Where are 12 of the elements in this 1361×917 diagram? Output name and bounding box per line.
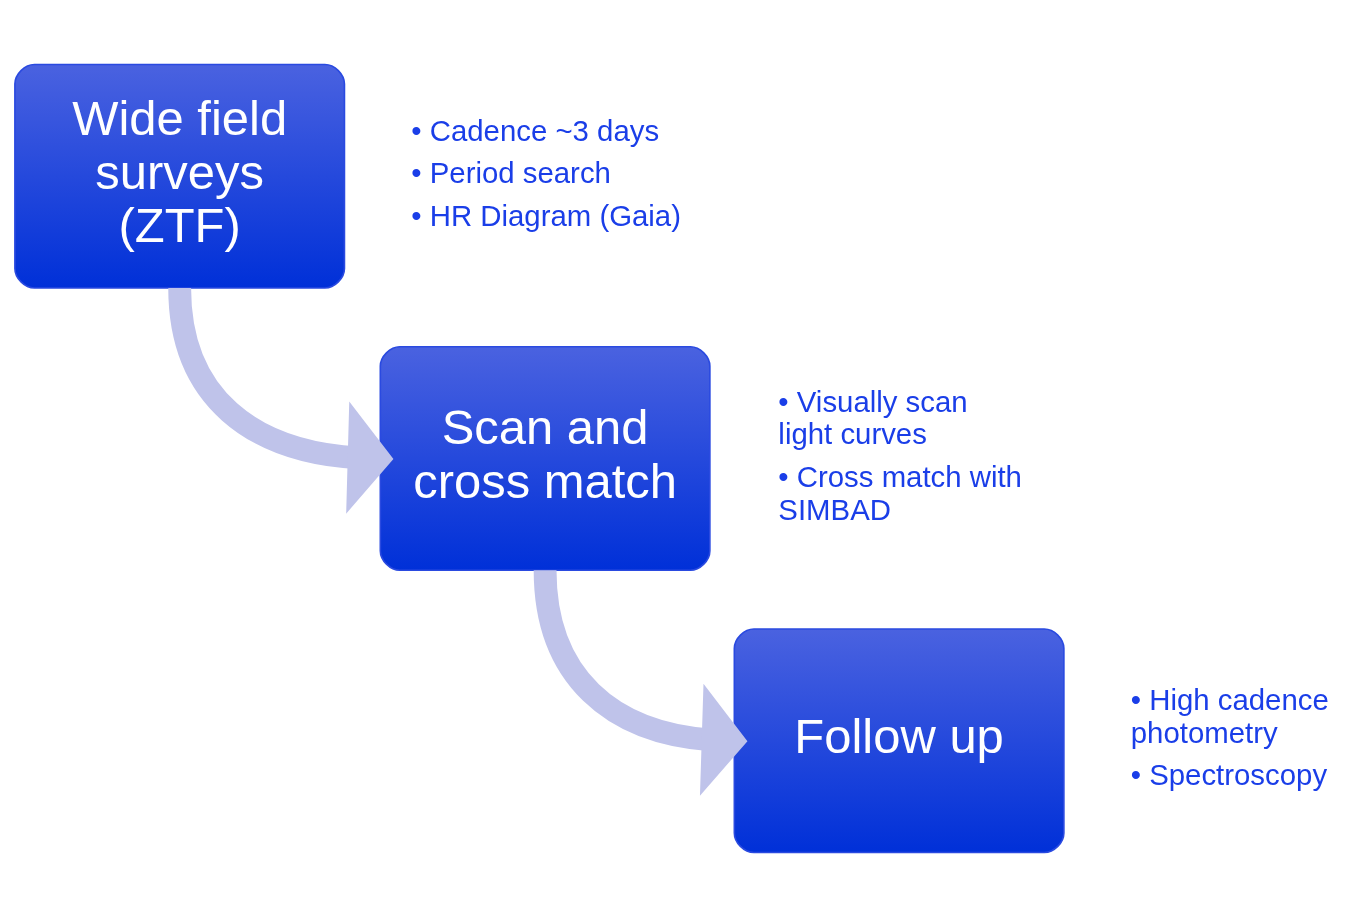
node-label: • Period search (411, 156, 611, 190)
node-box: Wide field surveys (ZTF) (14, 63, 346, 289)
node-label: • Cadence ~3 days (411, 114, 660, 148)
node-label: • High cadence photometry (1130, 683, 1329, 750)
node-label: • HR Diagram (Gaia) (411, 198, 681, 232)
node-label: • Cross match with SIMBAD (778, 459, 1022, 526)
node-box: Scan and cross match (379, 345, 711, 572)
node-box: Follow up (733, 628, 1065, 854)
arrow (533, 569, 748, 796)
node-label: • Visually scan light curves (778, 384, 968, 451)
arrow (168, 287, 394, 514)
node-label: • Spectroscopy (1130, 758, 1328, 792)
